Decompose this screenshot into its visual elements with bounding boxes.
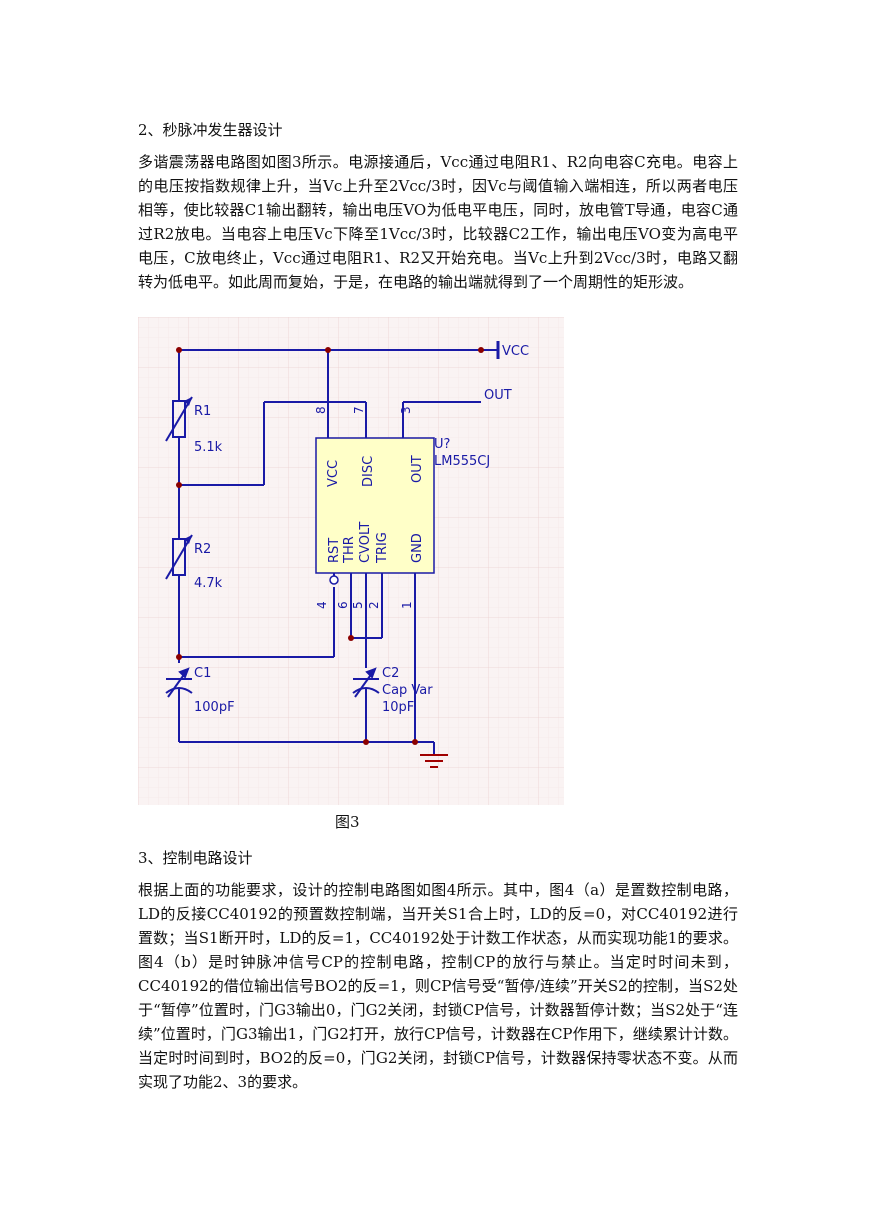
r1-name: R1	[194, 404, 211, 419]
pin-number-6: 6	[336, 601, 350, 609]
wires	[178, 349, 498, 755]
junction-dots	[176, 347, 484, 745]
chip-reference: U?	[434, 437, 450, 452]
pin-number-1: 1	[400, 601, 414, 609]
pin-name-vcc: VCC	[326, 460, 341, 487]
pin-name-out: OUT	[410, 455, 425, 483]
pin-number-5: 5	[351, 601, 365, 609]
paragraph-pulse-generator: 多谐震荡器电路图如图3所示。电源接通后，Vcc通过电阻R1、R2向电容C充电。电…	[138, 153, 738, 291]
paragraph-control-circuit: 根据上面的功能要求，设计的控制电路图如图4所示。其中，图4（a）是置数控制电路，…	[138, 881, 738, 1091]
r2-value: 4.7k	[194, 576, 223, 591]
out-label: OUT	[484, 388, 512, 403]
chip-part-number: LM555CJ	[434, 454, 490, 469]
resistor-r2	[165, 534, 193, 580]
c1-value: 100pF	[194, 700, 235, 715]
c1-name: C1	[194, 666, 211, 681]
resistor-r1	[165, 396, 193, 442]
pin-name-thr: THR	[342, 536, 357, 564]
pin-number-3: 3	[399, 406, 413, 414]
section-heading-pulse-generator: 2、秒脉冲发生器设计	[138, 121, 283, 139]
section-heading-control-circuit: 3、控制电路设计	[138, 849, 253, 867]
r2-name: R2	[194, 542, 211, 557]
pin-name-trig: TRIG	[375, 532, 390, 564]
pin-name-disc: DISC	[361, 456, 376, 487]
ground-symbol	[420, 754, 448, 768]
figure-caption: 图3	[335, 813, 360, 831]
pin-name-rst: RST	[327, 538, 342, 563]
pin-name-cvolt: CVOLT	[358, 522, 373, 563]
capacitor-c2	[352, 667, 380, 698]
pin-name-gnd: GND	[410, 533, 425, 563]
reset-bubble	[329, 575, 339, 585]
lm555-chip	[315, 437, 435, 574]
pin-number-4: 4	[315, 601, 329, 609]
c2-type: Cap Var	[382, 683, 433, 698]
vcc-label: VCC	[502, 344, 529, 359]
c2-name: C2	[382, 666, 399, 681]
capacitor-c1	[165, 667, 193, 698]
c2-value: 10pF	[382, 700, 414, 715]
schematic-diagram: VCC OUT U? LM555CJ VCC DISC OUT RST THR …	[138, 317, 564, 805]
pin-number-2: 2	[367, 601, 381, 609]
r1-value: 5.1k	[194, 440, 223, 455]
pin-number-8: 8	[314, 406, 328, 414]
pin-number-7: 7	[352, 406, 366, 414]
